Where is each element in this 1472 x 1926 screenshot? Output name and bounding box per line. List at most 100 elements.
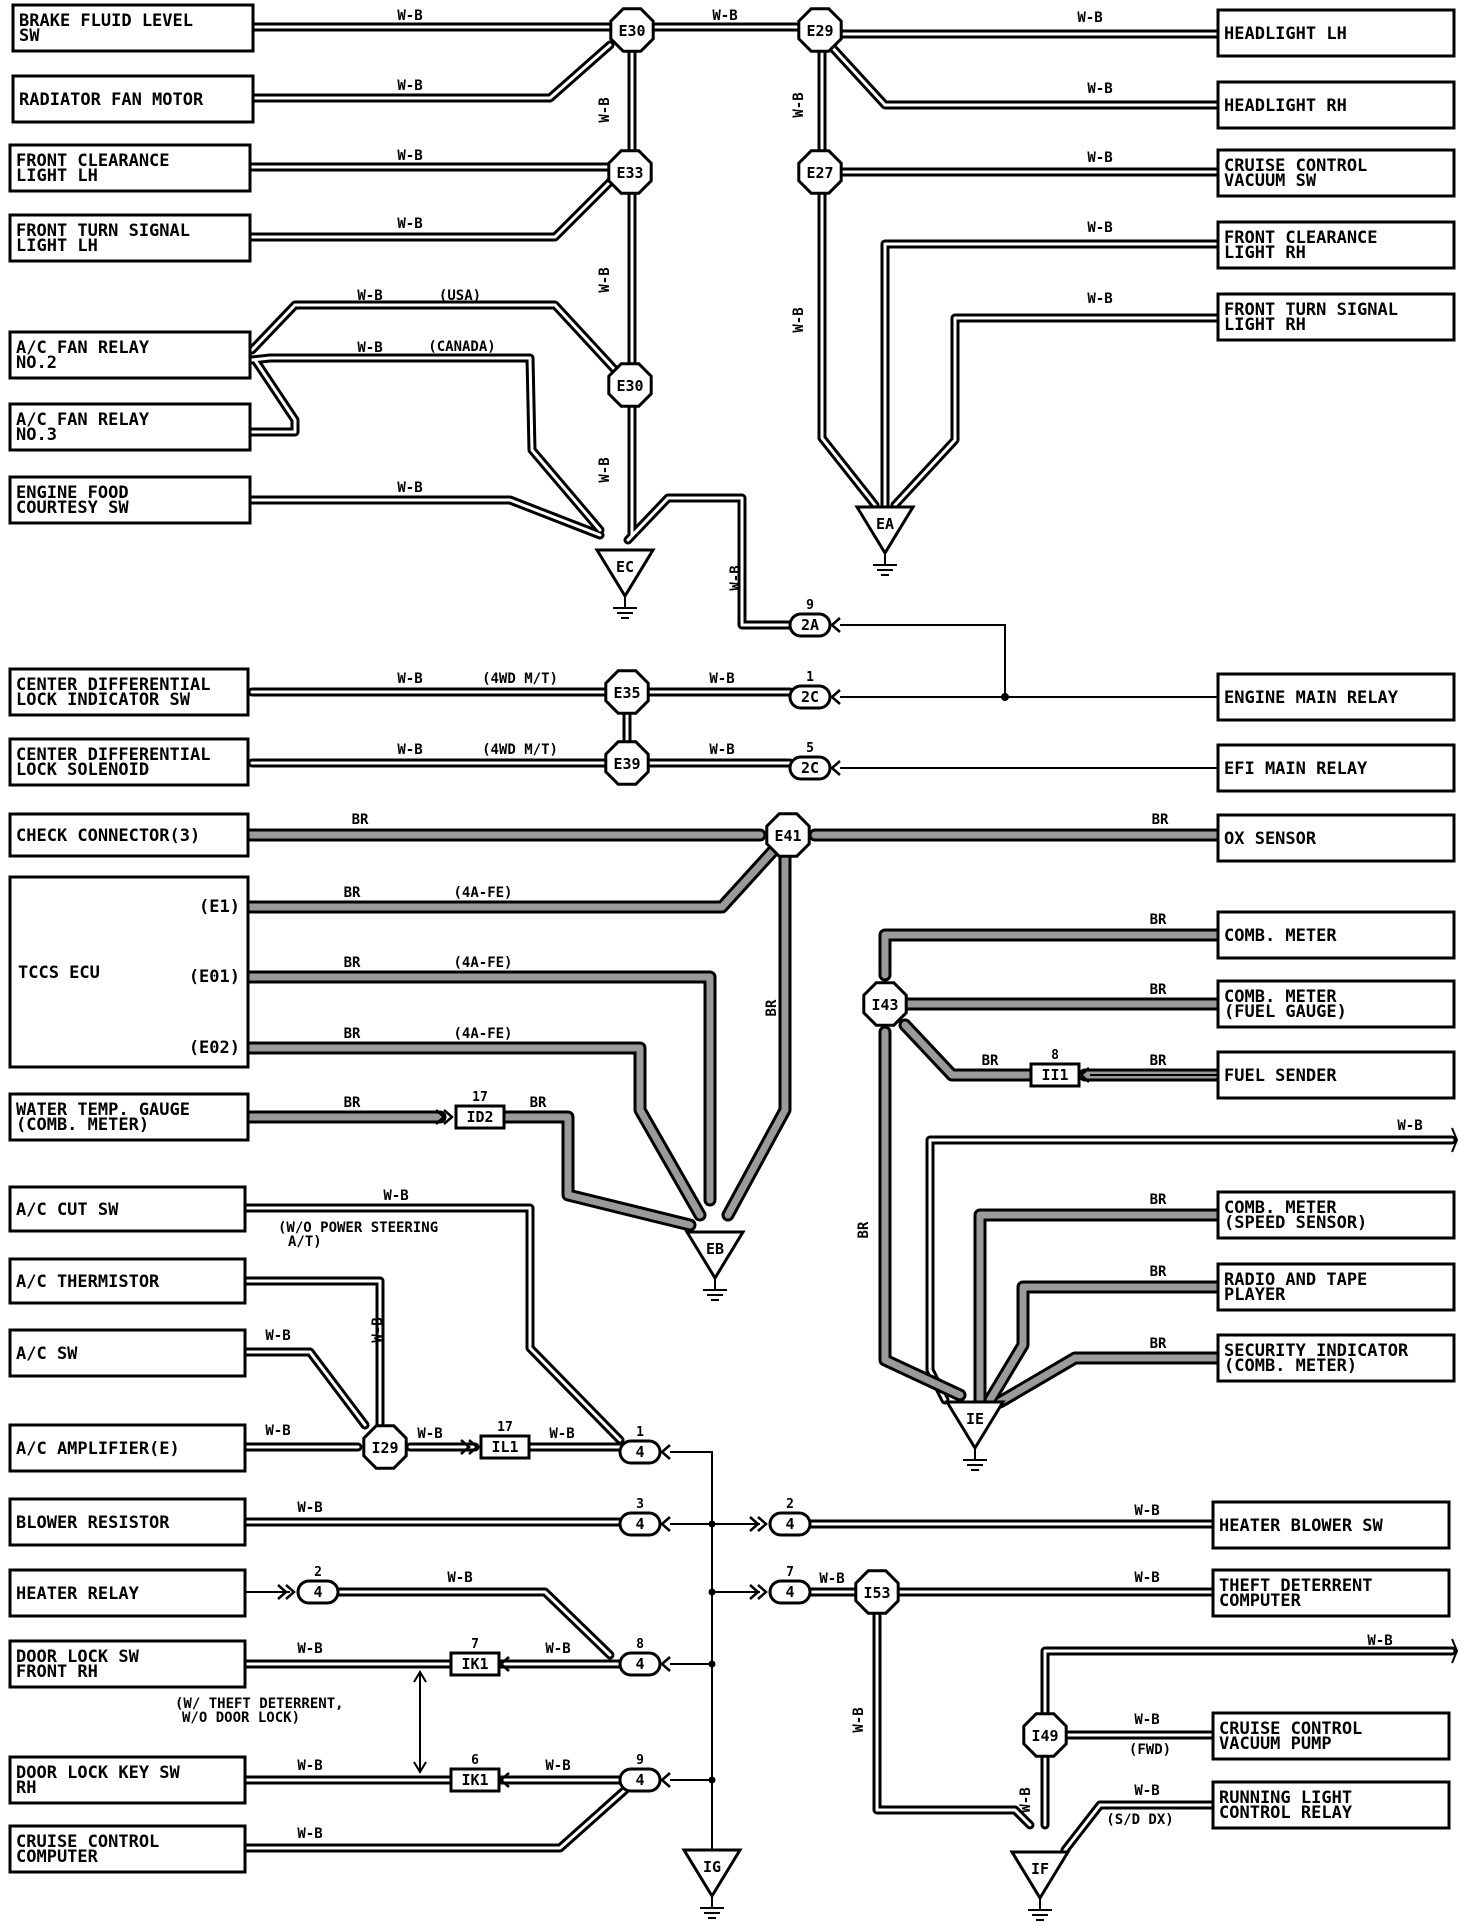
connector-id: 4	[635, 1655, 644, 1673]
security-indicator-box: SECURITY INDICATOR(COMB. METER)	[1216, 1333, 1456, 1383]
wire-code-wb: W-B	[728, 565, 744, 590]
component-label: CENTER DIFFERENTIAL	[16, 675, 210, 695]
ecu-pin-e02: (E02)	[189, 1038, 240, 1058]
connector-pin: 6	[471, 1753, 479, 1768]
br-speed-ie	[973, 1208, 1225, 1407]
wire-code-wb: W-B	[397, 8, 422, 24]
connector-id: II1	[1041, 1066, 1068, 1084]
wire-acfan-no3	[247, 355, 300, 437]
component-label: FRONT TURN SIGNAL	[16, 221, 190, 241]
connector-pin: 8	[636, 1637, 644, 1652]
junction-label: E27	[806, 164, 833, 182]
connector-id: 4	[635, 1515, 644, 1533]
connector-id: 2C	[801, 759, 819, 777]
note-theft-deterrent: (W/ THEFT DETERRENT,	[175, 1696, 344, 1712]
heater-relay-box: HEATER RELAY	[8, 1568, 247, 1618]
junction-label: E39	[613, 755, 640, 773]
wire-code-wb: W-B	[1018, 1787, 1034, 1812]
tccs-ecu-box: TCCS ECU(E1)(E01)(E02)	[8, 875, 250, 1069]
wire-code-br: BR	[1150, 982, 1167, 998]
wire-code-br: BR	[856, 1221, 872, 1238]
connector-c-4-9: 49	[618, 1753, 671, 1793]
component-label: COMB. METER	[1224, 926, 1337, 946]
connector-id: 4	[785, 1583, 794, 1601]
component-label: (FUEL GAUGE)	[1224, 1002, 1347, 1022]
component-label: RADIO AND TAPE	[1224, 1270, 1367, 1290]
headlight-rh-box: HEADLIGHT RH	[1216, 80, 1456, 130]
wire-code-wb: W-B	[851, 1707, 867, 1732]
ground-ec: EC	[594, 548, 656, 619]
note-4wd-mt: (4WD M/T)	[482, 742, 558, 758]
junction-label: E33	[616, 164, 643, 182]
component-label: BLOWER RESISTOR	[16, 1513, 170, 1533]
component-label: RH	[16, 1778, 36, 1798]
br-combmeter-i43	[878, 928, 1225, 982]
wire-ac-sw	[240, 1347, 370, 1430]
junction-i43: I43	[862, 981, 908, 1027]
wire-code-wb: W-B	[549, 1426, 574, 1442]
connector-pin: 2	[314, 1565, 322, 1580]
note-4a-fe: (4A-FE)	[453, 1026, 512, 1042]
component-label: A/C AMPLIFIER(E)	[16, 1439, 180, 1459]
junction-e29: E29	[797, 7, 843, 53]
component-label: FRONT RH	[16, 1662, 98, 1682]
wire-code-wb: W-B	[1077, 10, 1102, 26]
wire-code-br: BR	[1150, 1264, 1167, 1280]
connector-id: IK1	[461, 1771, 488, 1789]
connector-c-4-2r: 42	[749, 1497, 812, 1537]
junction-label: E30	[618, 22, 645, 40]
headlight-lh-box: HEADLIGHT LH	[1216, 8, 1456, 58]
wire-code-wb: W-B	[265, 1423, 290, 1439]
wire-code-wb: W-B	[397, 216, 422, 232]
note-4wd-mt: (4WD M/T)	[482, 671, 558, 687]
junction-e35: E35	[604, 669, 650, 715]
wire-code-wb: W-B	[597, 97, 613, 122]
wire-continues-top	[1451, 1127, 1459, 1153]
wire-code-wb: W-B	[297, 1758, 322, 1774]
connector-c-4-8: 48	[618, 1637, 671, 1677]
wire-code-br: BR	[352, 812, 369, 828]
component-label: COMB. METER	[1224, 1198, 1337, 1218]
note-4a-fe: (4A-FE)	[453, 955, 512, 971]
connector-pin: 9	[806, 598, 814, 613]
note-theft-deterrent: W/O DOOR LOCK)	[182, 1710, 300, 1726]
wire-code-wb: W-B	[357, 288, 382, 304]
component-label: HEATER RELAY	[16, 1584, 140, 1604]
engine-main-relay-box: ENGINE MAIN RELAY	[1216, 672, 1456, 722]
component-label: COMPUTER	[1219, 1591, 1302, 1611]
connector-id: 4	[313, 1583, 322, 1601]
component-label: FRONT CLEARANCE	[16, 151, 170, 171]
wire-engine-hood	[245, 495, 605, 540]
heater-blower-sw-box: HEATER BLOWER SW	[1211, 1500, 1451, 1550]
note-wo-power-steering: A/T)	[288, 1234, 322, 1250]
component-label: VACUUM SW	[1224, 171, 1317, 191]
component-label: RUNNING LIGHT	[1219, 1788, 1352, 1808]
note-sd-dx: (S/D DX)	[1106, 1812, 1173, 1828]
connector-pin: 3	[636, 1497, 644, 1512]
check-connector-box: CHECK CONNECTOR(3)	[8, 812, 250, 858]
wire-labels: W-B W-B W-B W-B W-B W-B W-B W-B W-B W-B W-B W-B W-B W…	[175, 8, 1423, 1842]
wire-code-wb: W-B	[417, 1426, 442, 1442]
component-label: A/C FAN RELAY	[16, 410, 150, 430]
component-label: ENGINE FOOD	[16, 483, 129, 503]
wire-code-wb: W-B	[357, 340, 382, 356]
wire-code-br: BR	[1150, 1336, 1167, 1352]
component-label: PLAYER	[1224, 1285, 1286, 1305]
arrow-up	[413, 1670, 427, 1683]
wire-code-wb: W-B	[1134, 1712, 1159, 1728]
wire-radiator-fan	[247, 40, 615, 103]
component-label: ENGINE MAIN RELAY	[1224, 688, 1399, 708]
connector-pin: 9	[636, 1753, 644, 1768]
connector-pin: 7	[786, 1565, 794, 1580]
junction-e41: E41	[765, 812, 811, 858]
connector-c-4-1: 41	[618, 1425, 671, 1465]
component-label: (COMB. METER)	[1224, 1356, 1357, 1376]
